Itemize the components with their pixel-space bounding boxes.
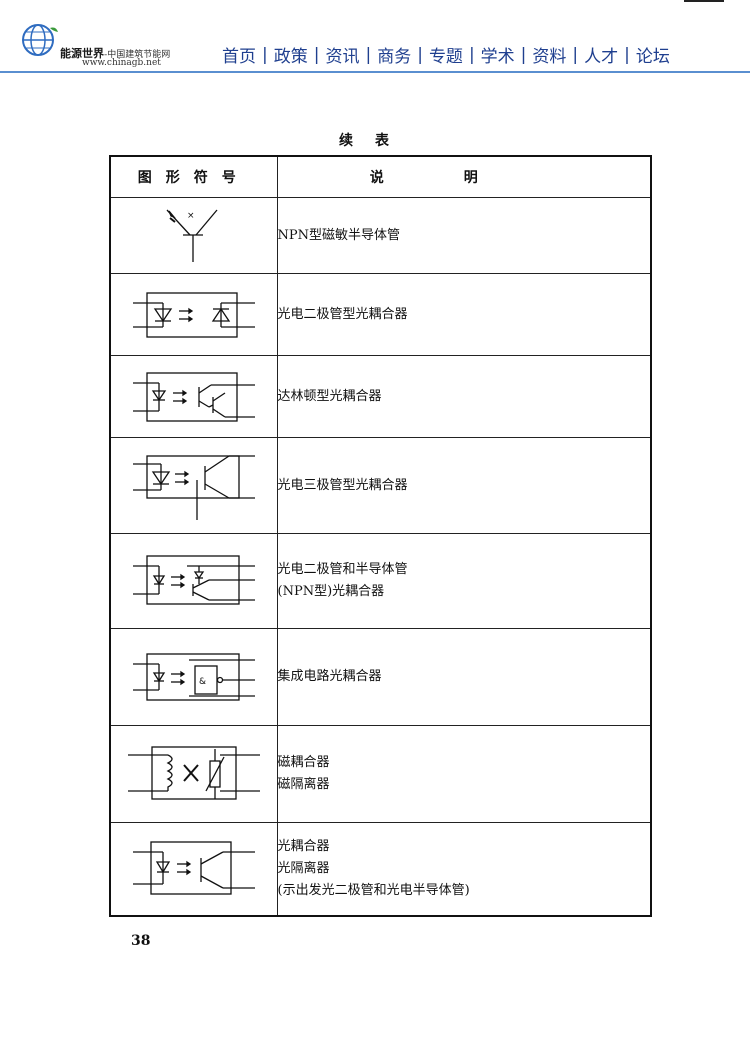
table-row: 光耦合器 光隔离器 (示出发光二极管和光电半导体管): [109, 822, 652, 917]
svg-text:&: &: [199, 677, 206, 687]
table-row: 达林顿型光耦合器: [109, 355, 652, 438]
globe-logo-icon[interactable]: [20, 22, 60, 62]
nav-business[interactable]: 商务: [377, 47, 412, 67]
row-desc-line: 磁隔离器: [277, 777, 330, 792]
nav-resources[interactable]: 资料: [532, 47, 567, 67]
brand-name: 能源世界-中国建筑节能网: [60, 47, 171, 60]
site-header: 能源世界-中国建筑节能网 www.chinagb.net 首页| 政策| 资讯|…: [0, 0, 750, 73]
darlington-optocoupler-icon: [132, 371, 255, 422]
nav-home[interactable]: 首页: [222, 47, 256, 67]
table-header-row: 图形符号 说明: [109, 155, 652, 198]
nav-topics[interactable]: 专题: [428, 47, 463, 67]
row-desc-line: (示出发光二极管和光电半导体管): [277, 883, 470, 898]
row-desc-line: NPN型磁敏半导体管: [277, 227, 401, 243]
table-row: 磁耦合器 磁隔离器: [109, 725, 652, 823]
nav-news[interactable]: 资讯: [325, 47, 360, 67]
nav-academic[interactable]: 学术: [480, 47, 515, 67]
photodiode-optocoupler-icon: [132, 291, 255, 338]
corner-mark: [684, 0, 724, 5]
row-desc-line: 光电二极管型光耦合器: [277, 306, 408, 322]
table-row: & 集成电路光耦合器: [109, 628, 652, 726]
npn-magnetic-semiconductor-icon: ×: [166, 209, 218, 262]
row-desc-line: 光耦合器: [277, 839, 330, 854]
ic-optocoupler-icon: &: [132, 653, 255, 701]
brand-url: www.chinagb.net: [82, 58, 161, 68]
row-desc-line: (NPN型)光耦合器: [277, 584, 385, 599]
row-desc-line: 光电三极管型光耦合器: [277, 477, 408, 493]
header-divider: [0, 71, 750, 73]
col-header-symbol: 图形符号: [109, 155, 278, 198]
svg-text:×: ×: [187, 211, 195, 221]
main-nav: 首页| 政策| 资讯| 商务| 专题| 学术| 资料| 人才| 论坛: [222, 42, 670, 68]
row-desc-line: 集成电路光耦合器: [277, 669, 382, 684]
optocoupler-isolator-icon: [132, 841, 255, 895]
row-desc-line: 光电二极管和半导体管: [277, 562, 408, 577]
nav-policy[interactable]: 政策: [273, 47, 308, 67]
continued-label: 续表: [339, 133, 411, 149]
nav-talent[interactable]: 人才: [584, 47, 619, 67]
row-desc-line: 达林顿型光耦合器: [277, 388, 382, 404]
table-row: 光电三极管型光耦合器: [109, 437, 652, 534]
table-row: 光电二极管和半导体管 (NPN型)光耦合器: [109, 533, 652, 629]
col-header-description: 说明: [276, 155, 652, 198]
nav-forum[interactable]: 论坛: [635, 47, 670, 67]
table-row: × NPN型磁敏半导体管: [109, 197, 652, 274]
row-desc-line: 磁耦合器: [277, 755, 330, 770]
photodiode-semiconductor-optocoupler-icon: [132, 555, 255, 605]
page-number: 38: [131, 933, 151, 949]
symbol-table: 图形符号 说明 × NPN型磁敏半导体管: [109, 155, 652, 917]
row-desc-line: 光隔离器: [277, 861, 330, 876]
table-row: 光电二极管型光耦合器: [109, 273, 652, 356]
magnetic-coupler-icon: [127, 746, 260, 800]
phototransistor-optocoupler-icon: [132, 454, 255, 520]
